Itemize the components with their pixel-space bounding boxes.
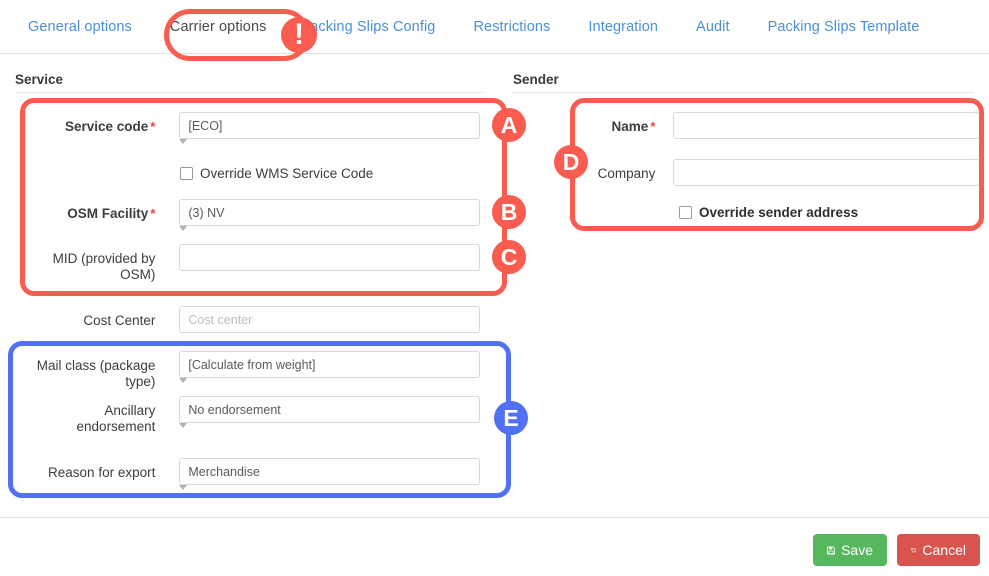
form-row-mail-class: Mail class (package type) [Calculate fro… [10, 351, 480, 390]
form-row-cost-center: Cost Center Cost center [20, 306, 480, 333]
label-reason-for-export: Reason for export [48, 465, 156, 480]
override-wms-checkbox[interactable] [180, 167, 193, 180]
control-cost-center: Cost center [179, 306, 480, 333]
chevron-down-icon[interactable] [179, 139, 480, 144]
chevron-down-icon[interactable] [179, 423, 480, 428]
annotation-marker-c: C [492, 240, 526, 274]
reason-for-export-select[interactable]: Merchandise [179, 458, 480, 485]
annotation-marker-b: B [492, 195, 526, 229]
mid-input[interactable] [179, 244, 480, 271]
control-mid [179, 244, 480, 271]
required-asterisk: * [150, 119, 156, 134]
control-sender-name [673, 112, 980, 139]
service-divider [15, 92, 483, 93]
required-asterisk: * [650, 119, 656, 134]
label-mail-class: Mail class (package type) [36, 358, 156, 389]
form-row-ancillary-endorsement: Ancillary endorsement No endorsement [10, 396, 480, 435]
tab-integration[interactable]: Integration [588, 18, 659, 35]
cancel-button-label: Cancel [922, 542, 966, 558]
override-wms-label: Override WMS Service Code [200, 166, 374, 181]
section-title-service: Service [15, 72, 64, 87]
required-asterisk: * [150, 206, 156, 221]
label-sender-company: Company [597, 166, 656, 181]
label-cost-center: Cost Center [83, 313, 156, 328]
tab-carrier-options[interactable]: Carrier options [169, 18, 267, 35]
save-floppy-icon [827, 546, 835, 554]
service-code-select[interactable]: [ECO] [179, 112, 480, 139]
annotation-marker-e: E [494, 401, 528, 435]
checkbox-row-override-sender-address[interactable]: Override sender address [679, 205, 858, 220]
tab-packing-slips-config[interactable]: Packing Slips Config [300, 18, 436, 35]
tab-audit[interactable]: Audit [696, 18, 730, 35]
control-osm-facility: (3) NV [179, 199, 480, 231]
chevron-down-icon[interactable] [179, 226, 480, 231]
cost-center-input[interactable]: Cost center [179, 306, 480, 333]
osm-facility-select[interactable]: (3) NV [179, 199, 480, 226]
form-row-sender-company: Company [520, 159, 980, 186]
sender-company-input[interactable] [673, 159, 980, 186]
cancel-button[interactable]: Cancel [897, 534, 980, 566]
form-row-mid: MID (provided by OSM) [20, 244, 480, 283]
override-sender-address-label: Override sender address [699, 205, 859, 220]
sender-name-input[interactable] [673, 112, 980, 139]
tab-general-options[interactable]: General options [28, 18, 132, 35]
control-mail-class: [Calculate from weight] [179, 351, 480, 383]
sender-divider [513, 92, 974, 93]
override-sender-address-checkbox[interactable] [679, 206, 692, 219]
label-ancillary-endorsement: Ancillary endorsement [76, 403, 156, 434]
tab-restrictions[interactable]: Restrictions [473, 18, 551, 35]
label-sender-name: Name* [611, 119, 656, 134]
footer-divider [0, 517, 989, 518]
control-service-code: [ECO] [179, 112, 480, 144]
form-row-service-code: Service code* [ECO] [20, 112, 480, 144]
tab-packing-slips-template[interactable]: Packing Slips Template [767, 18, 920, 35]
chevron-down-icon[interactable] [179, 378, 480, 383]
chevron-down-icon[interactable] [179, 485, 480, 490]
label-service-code: Service code* [65, 119, 156, 134]
form-row-reason-for-export: Reason for export Merchandise [10, 458, 480, 490]
control-sender-company [673, 159, 980, 186]
label-mid: MID (provided by OSM) [52, 251, 156, 282]
tab-bar: General options Carrier options Packing … [0, 0, 989, 54]
mail-class-select[interactable]: [Calculate from weight] [179, 351, 480, 378]
form-row-sender-name: Name* [520, 112, 980, 139]
save-button[interactable]: Save [813, 534, 887, 566]
control-reason-for-export: Merchandise [179, 458, 480, 490]
checkbox-row-override-wms[interactable]: Override WMS Service Code [180, 166, 373, 181]
control-ancillary-endorsement: No endorsement [179, 396, 480, 428]
ancillary-endorsement-select[interactable]: No endorsement [179, 396, 480, 423]
save-button-label: Save [841, 542, 873, 558]
form-row-osm-facility: OSM Facility* (3) NV [20, 199, 480, 231]
section-title-sender: Sender [513, 72, 559, 87]
undo-arrow-icon [911, 547, 916, 553]
label-osm-facility: OSM Facility* [67, 206, 156, 221]
